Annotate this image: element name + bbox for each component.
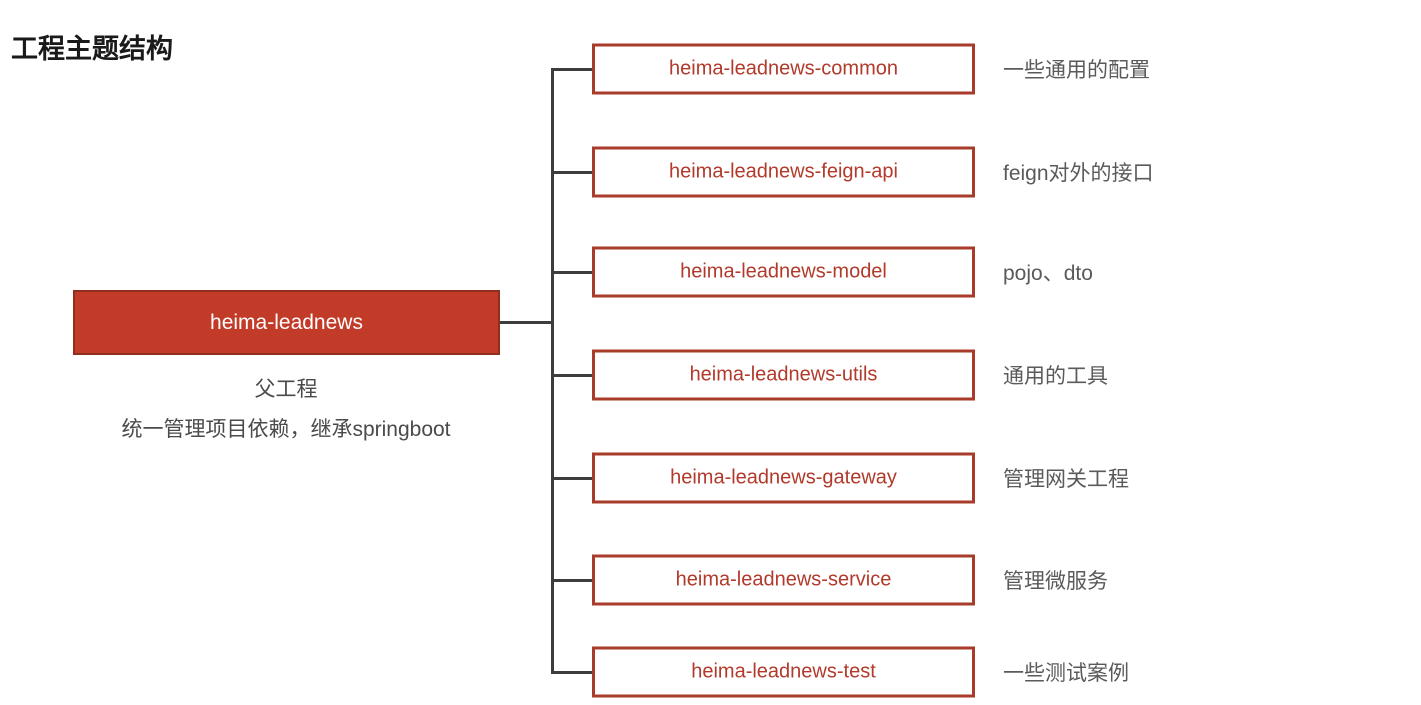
child-note: 通用的工具 xyxy=(1003,365,1108,388)
child-note: feign对外的接口 xyxy=(1003,162,1154,185)
child-node: heima-leadnews-test xyxy=(592,646,975,698)
child-note: 一些测试案例 xyxy=(1003,662,1129,685)
root-connector-line xyxy=(500,320,554,324)
child-node: heima-leadnews-feign-api xyxy=(592,146,975,198)
child-node-label: heima-leadnews-feign-api xyxy=(668,160,898,183)
child-note: pojo、dto xyxy=(1003,262,1093,285)
root-description: 父工程 统一管理项目依赖，继承springboot xyxy=(55,370,517,450)
child-connector-line xyxy=(551,170,592,174)
child-note: 一些通用的配置 xyxy=(1003,59,1150,82)
child-node: heima-leadnews-gateway xyxy=(592,452,975,504)
child-note: 管理微服务 xyxy=(1003,570,1108,593)
child-connector-line xyxy=(551,578,592,582)
child-note: 管理网关工程 xyxy=(1003,468,1129,491)
root-node: heima-leadnews xyxy=(73,290,500,355)
root-description-line1: 父工程 xyxy=(254,378,318,401)
child-node: heima-leadnews-model xyxy=(592,246,975,298)
child-node-label: heima-leadnews-common xyxy=(669,57,898,80)
child-node-label: heima-leadnews-service xyxy=(675,568,892,591)
child-connector-line xyxy=(551,270,592,274)
trunk-line xyxy=(551,67,554,674)
child-node-label: heima-leadnews-test xyxy=(691,660,876,683)
child-node: heima-leadnews-service xyxy=(592,554,975,606)
child-node-label: heima-leadnews-gateway xyxy=(670,466,897,489)
child-node-label: heima-leadnews-utils xyxy=(689,363,878,386)
child-node: heima-leadnews-common xyxy=(592,43,975,95)
child-node: heima-leadnews-utils xyxy=(592,349,975,401)
child-connector-line xyxy=(551,476,592,480)
child-node-label: heima-leadnews-model xyxy=(680,260,887,283)
page-title: 工程主题结构 xyxy=(11,34,173,64)
root-node-label: heima-leadnews xyxy=(210,310,363,334)
root-description-line2: 统一管理项目依赖，继承springboot xyxy=(121,418,451,441)
child-connector-line xyxy=(551,67,592,71)
child-connector-line xyxy=(551,670,592,674)
child-connector-line xyxy=(551,373,592,377)
